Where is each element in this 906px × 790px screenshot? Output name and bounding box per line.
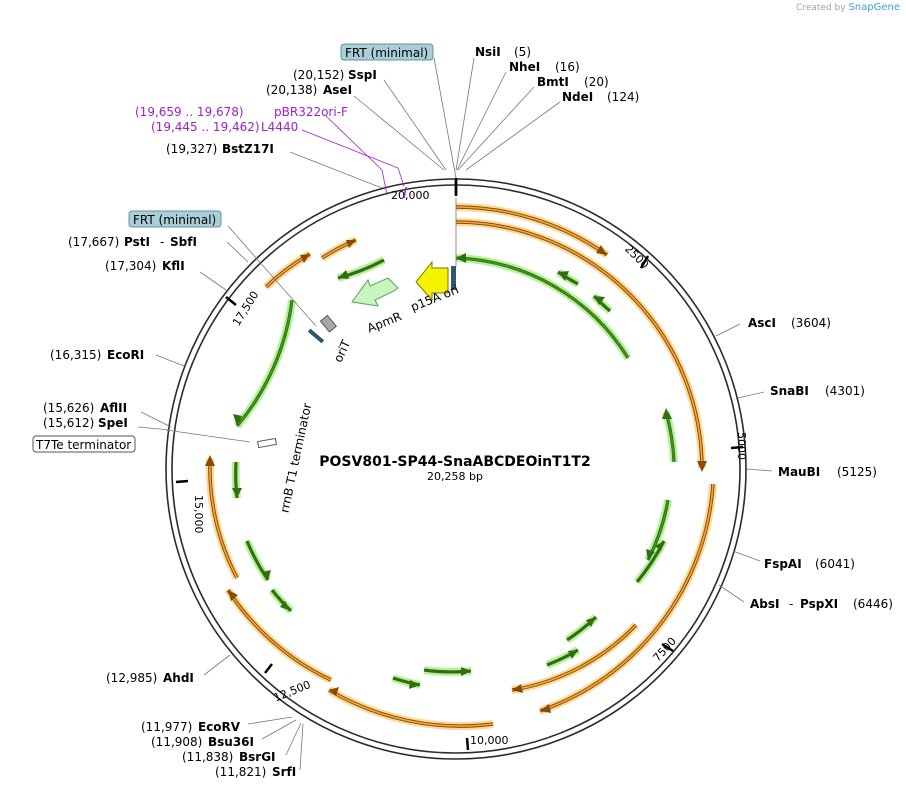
right-connectors bbox=[433, 57, 773, 603]
site-absi: AbsI bbox=[750, 597, 779, 611]
tick-marks bbox=[175, 179, 744, 751]
feature-apmr-label: ApmR bbox=[365, 309, 403, 335]
orange-arrowheads bbox=[205, 240, 707, 713]
site-asci-pos: (3604) bbox=[791, 316, 831, 330]
primer-pbr322-name: pBR322ori-F bbox=[274, 105, 348, 119]
site-ecorv: EcoRV bbox=[198, 720, 241, 734]
site-bsu36i-pos: (11,908) bbox=[151, 735, 202, 749]
p15a-ori-arrow bbox=[415, 260, 449, 302]
site-pspxi: PspXI bbox=[800, 597, 838, 611]
tick-label-2500: 2500 bbox=[622, 242, 651, 271]
site-ndei: NdeI bbox=[562, 90, 593, 104]
site-bsrgi: BsrGI bbox=[239, 750, 276, 764]
t7te-box bbox=[32, 435, 136, 453]
feature-orit-label: oriT bbox=[331, 337, 354, 364]
site-ecori-pos: (16,315) bbox=[50, 348, 101, 362]
orit-marker bbox=[307, 328, 325, 344]
site-srfi: SrfI bbox=[272, 765, 296, 779]
frt-left-label: FRT (minimal) bbox=[133, 213, 216, 227]
tick-label-20000: 20,000 bbox=[391, 189, 430, 202]
site-sspi: SspI bbox=[348, 68, 377, 82]
site-bsu36i: Bsu36I bbox=[208, 735, 254, 749]
tick-label-17500: 17,500 bbox=[230, 289, 261, 329]
apmr-arrow bbox=[351, 277, 399, 307]
site-srfi-pos: (11,821) bbox=[215, 765, 266, 779]
site-bstz17i: BstZ17I bbox=[222, 142, 274, 156]
site-nsii: NsiI bbox=[475, 45, 501, 59]
primer-mark bbox=[403, 186, 407, 199]
site-ahdi: AhdI bbox=[163, 671, 194, 685]
site-asei-pos: (20,138) bbox=[266, 83, 317, 97]
site-sbfi: SbfI bbox=[170, 235, 197, 249]
snapgene-brand: Created by SnapGene bbox=[796, 2, 900, 13]
site-asci: AscI bbox=[748, 316, 776, 330]
site-nhei-pos: (16) bbox=[555, 60, 580, 74]
plasmid-length: 20,258 bp bbox=[427, 470, 483, 483]
green-arrowheads bbox=[232, 253, 672, 689]
site-psti-pos: (17,667) bbox=[68, 235, 119, 249]
green-features bbox=[231, 254, 678, 689]
site-nhei: NheI bbox=[509, 60, 540, 74]
site-maubi-pos: (5125) bbox=[837, 465, 877, 479]
site-dash-left: - bbox=[160, 235, 164, 249]
site-fspai-pos: (6041) bbox=[815, 557, 855, 571]
primer-l4440-name: L4440 bbox=[261, 120, 298, 134]
plasmid-name: POSV801-SP44-SnaABCDEOinT1T2 bbox=[319, 454, 590, 470]
site-aflii: AflII bbox=[100, 401, 127, 415]
site-nsii-pos: (5) bbox=[514, 45, 531, 59]
left-connectors bbox=[137, 79, 457, 771]
promoter-marker bbox=[451, 266, 456, 290]
site-dash: - bbox=[789, 597, 793, 611]
primer-connectors bbox=[301, 115, 405, 196]
frt-left-box bbox=[128, 210, 222, 228]
snapgene-logo: SnapGene bbox=[848, 2, 900, 13]
feature-rrnb-label: rrnB T1 terminator bbox=[277, 402, 314, 514]
tick-label-5000: 5000 bbox=[735, 432, 748, 460]
site-aflii-pos: (15,626) bbox=[43, 401, 94, 415]
orange-features bbox=[205, 203, 717, 730]
site-psti: PstI bbox=[124, 235, 150, 249]
site-bsrgi-pos: (11,838) bbox=[182, 750, 233, 764]
site-snabi: SnaBI bbox=[770, 384, 809, 398]
orit-box bbox=[319, 314, 338, 333]
tick-label-10000: 10,000 bbox=[470, 734, 509, 747]
site-spei-pos: (15,612) bbox=[43, 416, 94, 430]
terminator-box bbox=[257, 437, 277, 449]
site-bmti: BmtI bbox=[537, 75, 569, 89]
site-ahdi-pos: (12,985) bbox=[106, 671, 157, 685]
site-ndei-pos: (124) bbox=[607, 90, 639, 104]
primer-l4440-range: (19,445 .. 19,462) bbox=[151, 120, 260, 134]
site-absi-pos: (6446) bbox=[853, 597, 893, 611]
primer-pbr322-range: (19,659 .. 19,678) bbox=[135, 105, 244, 119]
frt-top-label: FRT (minimal) bbox=[345, 46, 428, 60]
brand-prefix: Created by bbox=[796, 3, 846, 13]
tick-label-15000: 15,000 bbox=[192, 495, 205, 534]
site-bstz17i-pos: (19,327) bbox=[166, 142, 217, 156]
site-sspi-pos: (20,152) bbox=[293, 68, 344, 82]
site-maubi: MauBI bbox=[778, 465, 820, 479]
site-fspai: FspAI bbox=[764, 557, 802, 571]
site-ecori: EcoRI bbox=[107, 348, 144, 362]
site-kfli: KflI bbox=[162, 259, 185, 273]
site-kfli-pos: (17,304) bbox=[105, 259, 156, 273]
site-snabi-pos: (4301) bbox=[825, 384, 865, 398]
frt-top-box bbox=[340, 43, 434, 61]
site-bmti-pos: (20) bbox=[584, 75, 609, 89]
site-spei: SpeI bbox=[98, 416, 128, 430]
t7te-label: T7Te terminator bbox=[35, 438, 131, 452]
site-asei: AseI bbox=[323, 83, 352, 97]
site-ecorv-pos: (11,977) bbox=[141, 720, 192, 734]
